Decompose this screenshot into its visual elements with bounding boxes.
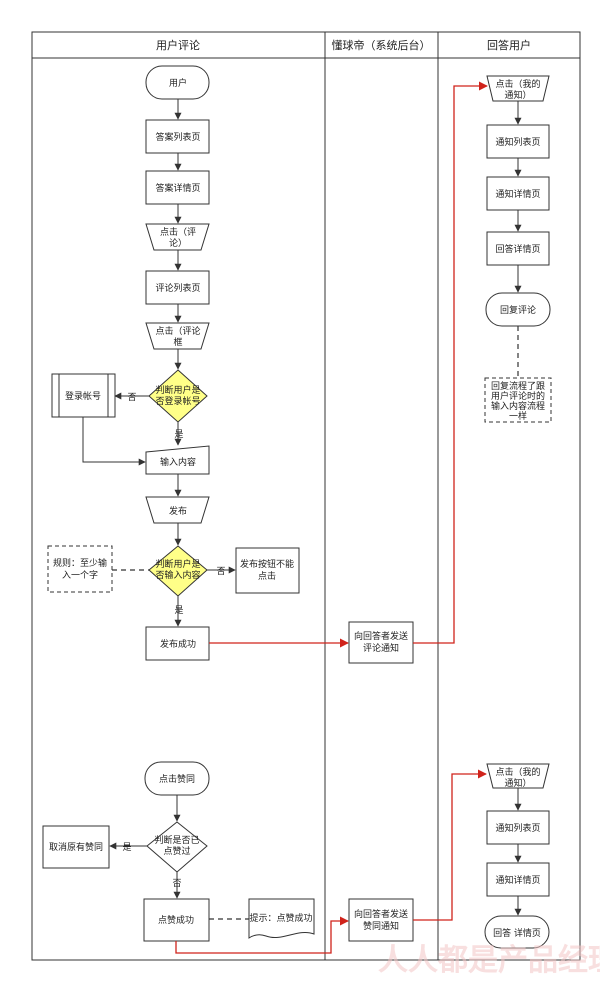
node-publish-disabled-line2: 点击 [258, 570, 276, 582]
lane-title-user-comment: 用户评论 [156, 38, 200, 52]
note-like-tip: 提示：点赞成功 [248, 898, 315, 939]
node-notify-detail-1-label: 通知详情页 [495, 188, 540, 200]
node-click-comment-box: 点击（评论 框 [145, 322, 210, 350]
note-rule: 规则：至少输 入一个字 [47, 545, 113, 593]
decision-check-login-line1: 判断用户是 [155, 384, 200, 396]
node-user-label: 用户 [169, 77, 187, 89]
note-reply-line1: 回复流程了跟 [491, 380, 545, 392]
node-publish-disabled: 发布按钮不能 点击 [235, 547, 300, 594]
lane-title-system: 懂球帝（系统后台） [332, 38, 431, 52]
node-login-account: 登录帐号 [51, 373, 116, 418]
node-cancel-like: 取消原有赞同 [42, 825, 110, 869]
node-input-content: 输入内容 [145, 445, 210, 475]
lane-title-answer-user: 回答用户 [487, 38, 531, 52]
node-click-my-notify-2-line2: 通知） [504, 777, 531, 789]
note-like-tip-label: 提示：点赞成功 [249, 912, 312, 924]
edge-label-yes-login: 是 [174, 429, 183, 440]
node-notify-comment-line2: 评论通知 [363, 642, 399, 654]
node-notify-list-2-label: 通知列表页 [495, 822, 540, 834]
watermark-logo: 人人都是产品经理 [378, 943, 600, 978]
edge-label-no-login: 否 [127, 392, 136, 403]
node-click-like-label: 点击赞同 [159, 773, 195, 785]
node-notify-detail-2-label: 通知详情页 [495, 874, 540, 886]
node-comment-list-label: 评论列表页 [155, 282, 200, 294]
node-publish-disabled-line1: 发布按钮不能 [240, 558, 294, 570]
node-answer-list-label: 答案列表页 [155, 131, 200, 143]
node-like-success-label: 点赞成功 [158, 914, 194, 926]
node-input-content-label: 输入内容 [160, 456, 196, 468]
edge-label-yes-input: 是 [174, 605, 183, 616]
node-click-comment: 点击（评 论） [145, 223, 210, 251]
node-answer-detail-page-label: 回答详情页 [495, 243, 540, 255]
decision-check-input-line1: 判断用户是 [155, 558, 200, 570]
decision-check-liked-line1: 判断是否已 [154, 834, 199, 846]
decision-check-login-line2: 否登录帐号 [155, 395, 200, 407]
node-click-my-notify-1-line1: 点击（我的 [495, 78, 540, 90]
decision-check-input-line2: 否输入内容 [155, 569, 200, 581]
node-publish-label: 发布 [169, 505, 187, 517]
node-publish-success: 发布成功 [145, 626, 210, 661]
node-answer-detail: 答案详情页 [145, 170, 210, 205]
node-answer-detail-label: 答案详情页 [155, 182, 200, 194]
node-notify-list-1: 通知列表页 [486, 124, 550, 159]
node-click-like: 点击赞同 [144, 761, 210, 796]
swimlane-frame [31, 31, 581, 961]
node-login-account-label: 登录帐号 [65, 390, 101, 402]
note-reply-line3: 输入内容流程 [491, 400, 545, 412]
node-cancel-like-label: 取消原有赞同 [49, 841, 103, 853]
node-comment-list: 评论列表页 [145, 270, 210, 305]
node-click-my-notify-2-line1: 点击（我的 [495, 766, 540, 778]
node-click-my-notify-1: 点击（我的 通知） [486, 75, 550, 102]
node-click-comment-line1: 点击（评 [160, 226, 196, 238]
node-user: 用户 [145, 65, 210, 100]
node-answer-list: 答案列表页 [145, 119, 210, 154]
decision-check-login: 判断用户是 否登录帐号 [148, 369, 208, 423]
edge-label-yes-liked: 是 [122, 842, 131, 853]
decision-check-liked: 判断是否已 点赞过 [146, 821, 208, 873]
note-reply-line4: 一样 [509, 410, 527, 422]
node-notify-comment-line1: 向回答者发送 [354, 630, 408, 642]
node-notify-like: 向回答者发送 赞同通知 [348, 898, 414, 942]
node-notify-list-2: 通知列表页 [486, 810, 550, 845]
node-notify-comment: 向回答者发送 评论通知 [348, 621, 414, 664]
decision-check-input: 判断用户是 否输入内容 [148, 545, 208, 597]
node-like-success: 点赞成功 [143, 898, 210, 942]
node-notify-detail-1: 通知详情页 [486, 176, 550, 211]
node-click-comment-box-line2: 框 [173, 336, 182, 348]
node-answer-detail-page-2-label: 回答 详情页 [493, 927, 541, 939]
edge-label-no-input: 否 [216, 566, 225, 577]
node-publish-success-label: 发布成功 [160, 638, 196, 650]
node-reply-comment-label: 回复评论 [500, 304, 536, 316]
note-rule-line2: 入一个字 [62, 569, 98, 581]
note-rule-line1: 规则：至少输 [53, 557, 107, 569]
node-click-comment-box-line1: 点击（评论 [155, 325, 200, 337]
node-notify-like-line1: 向回答者发送 [354, 908, 408, 920]
node-click-my-notify-2: 点击（我的 通知） [486, 763, 550, 789]
watermark-logo-text: 人人都是产品经理 [378, 943, 600, 978]
node-publish: 发布 [145, 496, 210, 524]
node-notify-detail-2: 通知详情页 [486, 862, 550, 897]
node-notify-list-1-label: 通知列表页 [495, 136, 540, 148]
node-answer-detail-page: 回答详情页 [486, 231, 550, 266]
node-reply-comment: 回复评论 [485, 292, 551, 327]
note-reply-line2: 用户评论时的 [491, 390, 545, 402]
edge-label-no-liked: 否 [172, 878, 181, 889]
note-reply: 回复流程了跟 用户评论时的 输入内容流程 一样 [484, 377, 552, 423]
node-notify-like-line2: 赞同通知 [363, 920, 399, 932]
node-click-comment-line2: 论） [169, 237, 187, 249]
node-answer-detail-page-2: 回答 详情页 [484, 915, 550, 949]
node-click-my-notify-1-line2: 通知） [504, 89, 531, 101]
decision-check-liked-line2: 点赞过 [163, 845, 190, 857]
